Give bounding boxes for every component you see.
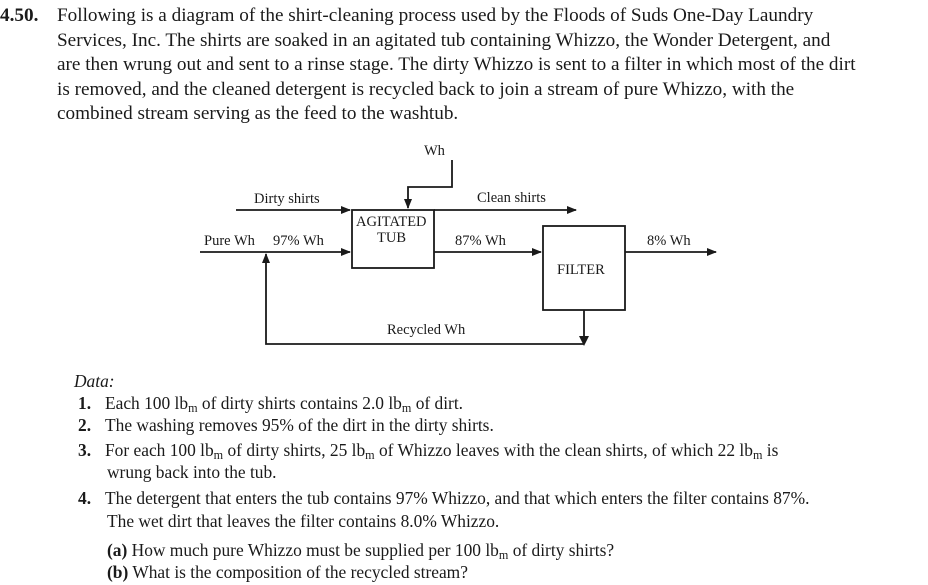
data-item-text: The washing removes 95% of the dirt in t… <box>105 415 494 435</box>
tub-label-line1: AGITATED <box>356 214 427 230</box>
data-item-text: The detergent that enters the tub contai… <box>105 488 810 508</box>
wh-feed-stream <box>404 160 453 209</box>
problem-line-1: 4.50. Following is a diagram of the shir… <box>0 4 920 29</box>
problem-text-line: combined stream serving as the feed to t… <box>57 103 459 124</box>
agitated-tub-box <box>351 209 435 269</box>
data-item-text: Each 100 lbm of dirty shirts contains 2.… <box>105 393 464 415</box>
filter-feed-percent-label: 87% Wh <box>455 233 506 249</box>
question-a: (a) How much pure Whizzo must be supplie… <box>107 539 614 561</box>
data-item-continuation: The wet dirt that leaves the filter cont… <box>107 511 500 531</box>
data-item-number: 4. <box>78 488 92 508</box>
question-label: (b) <box>107 562 129 582</box>
question-text: What is the composition of the recycled … <box>132 562 468 582</box>
data-item: 1. Each 100 lbm of dirty shirts contains … <box>78 392 463 414</box>
problem-text-line: are then wrung out and sent to a rinse s… <box>57 54 856 75</box>
data-item-text: For each 100 lbm of dirty shirts, 25 lbm… <box>105 440 779 462</box>
data-item-continuation: wrung back into the tub. <box>107 462 277 482</box>
data-item-number: 3. <box>78 440 92 460</box>
question-label: (a) <box>107 540 128 560</box>
tub-label-line2: TUB <box>377 230 406 246</box>
data-heading: Data: <box>74 371 115 391</box>
data-item-number: 1. <box>78 393 92 413</box>
problem-statement: 4.50. Following is a diagram of the shir… <box>0 4 920 127</box>
dirty-shirts-label: Dirty shirts <box>254 191 320 207</box>
problem-text-line: Services, Inc. The shirts are soaked in … <box>57 29 831 51</box>
diagram-svg <box>200 160 717 346</box>
problem-text-line: is removed, and the cleaned detergent is… <box>57 78 795 100</box>
data-item: 2. The washing removes 95% of the dirt in… <box>78 414 494 436</box>
data-item: 3. For each 100 lbm of dirty shirts, 25 l… <box>78 439 778 461</box>
question-text: How much pure Whizzo must be supplied pe… <box>131 540 615 562</box>
filter-label: FILTER <box>557 262 605 278</box>
recycle-label: Recycled Wh <box>387 322 466 338</box>
pure-wh-label: Pure Wh <box>204 233 255 249</box>
recycle-stream <box>262 253 584 345</box>
wh-feed-label: Wh <box>424 143 445 159</box>
question-b: (b) What is the composition of the recyc… <box>107 561 468 583</box>
feed-wh-percent-label: 97% Wh <box>273 233 324 249</box>
recycle-drop-arrowhead <box>579 336 589 346</box>
problem-number: 4.50. <box>0 5 39 26</box>
data-item: 4. The detergent that enters the tub cont… <box>78 487 809 509</box>
problem-text-line: Following is a diagram of the shirt-clea… <box>57 5 814 26</box>
dirt-out-percent-label: 8% Wh <box>647 233 691 249</box>
clean-shirts-label: Clean shirts <box>477 190 546 206</box>
data-item-number: 2. <box>78 415 92 435</box>
